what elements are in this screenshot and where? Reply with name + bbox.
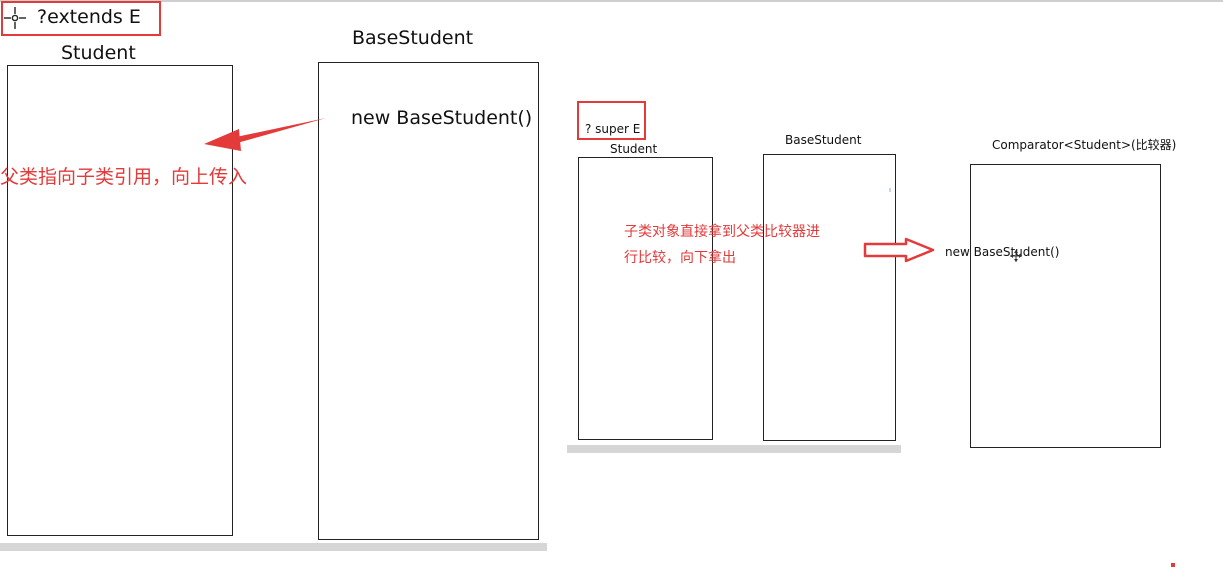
super-heading: ? super E bbox=[585, 122, 641, 136]
student-label-right: Student bbox=[610, 142, 658, 156]
student-box-right bbox=[578, 157, 713, 440]
downcast-annotation-line1: 子类对象直接拿到父类比较器进 bbox=[624, 224, 820, 240]
crosshair-icon bbox=[4, 7, 26, 29]
downcast-annotation-line2: 行比较，向下拿出 bbox=[624, 250, 736, 266]
basestudent-box-right bbox=[763, 154, 896, 441]
super-heading-box bbox=[577, 101, 646, 140]
student-box-left bbox=[7, 65, 233, 536]
basestudent-label-right: BaseStudent bbox=[785, 133, 862, 147]
extends-heading-box bbox=[1, 1, 161, 36]
basestudent-label-left: BaseStudent bbox=[352, 27, 474, 49]
comparator-box bbox=[970, 164, 1161, 448]
student-label-left: Student bbox=[61, 42, 136, 64]
top-rule bbox=[0, 0, 1223, 2]
right-bottom-rule bbox=[567, 445, 901, 453]
red-dot bbox=[1171, 563, 1175, 567]
basestudent-box-left bbox=[318, 62, 539, 540]
comparator-label: Comparator<Student>(比较器) bbox=[992, 138, 1177, 152]
upcast-annotation: 父类指向子类引用，向上传入 bbox=[0, 166, 248, 188]
extends-heading: ?extends E bbox=[37, 6, 141, 28]
new-basestudent-left: new BaseStudent() bbox=[351, 107, 533, 129]
new-basestudent-right: new BaseStudent() bbox=[945, 245, 1060, 259]
left-bottom-rule bbox=[0, 543, 547, 551]
